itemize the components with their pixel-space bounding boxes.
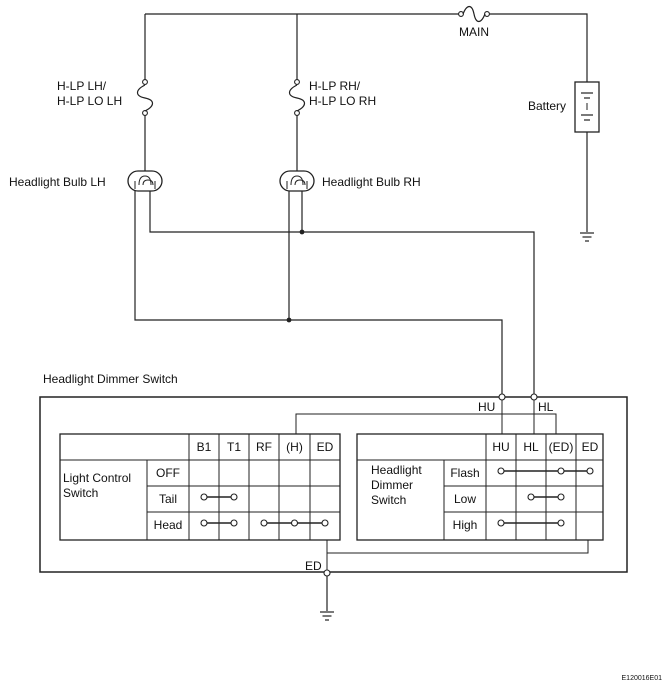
lc-head-continuity <box>200 519 329 527</box>
dimmer-switch-assembly-box <box>39 396 628 573</box>
headlight-bulb-rh-label: Headlight Bulb RH <box>322 175 421 189</box>
ed-ground-icon <box>320 611 334 621</box>
main-bus-wire <box>145 13 588 82</box>
lc-col-rf: RF <box>256 440 272 454</box>
terminal-ed-label: ED <box>305 559 322 573</box>
fuse-rh-label-1: H-LP RH/ <box>309 79 361 93</box>
terminal-hl-label: HL <box>538 400 554 414</box>
lc-col-h: (H) <box>286 440 303 454</box>
battery-ground-icon <box>580 232 594 242</box>
hu-wire <box>289 319 503 397</box>
fuse-lh-label-2: H-LP LO LH <box>57 94 122 108</box>
internal-wire-h-hl <box>295 413 557 434</box>
headlight-bulb-lh-label: Headlight Bulb LH <box>9 175 106 189</box>
bulb-output-wiring <box>134 191 535 397</box>
fuse-lh-label-1: H-LP LH/ <box>57 79 107 93</box>
dm-col-hu: HU <box>492 440 509 454</box>
lc-tail-continuity <box>200 493 238 501</box>
junction-dot-lo <box>286 317 292 323</box>
dm-high-continuity <box>497 519 565 527</box>
lc-col-ed: ED <box>317 440 334 454</box>
internal-wire-ed-dimmer <box>327 540 589 554</box>
dm-col-hl: HL <box>523 440 539 454</box>
lc-col-b1: B1 <box>197 440 212 454</box>
figure-code: E120016E01 <box>622 675 663 682</box>
headlight-dimmer-switch-table: HU HL (ED) ED Headlight Dimmer Switch Fl… <box>356 433 604 541</box>
dm-col-ed: ED <box>582 440 599 454</box>
terminal-hu-label: HU <box>478 400 495 414</box>
dm-row-high: High <box>453 518 478 532</box>
dm-title-line1: Headlight <box>371 463 422 477</box>
lc-title-line1: Light Control <box>63 471 131 485</box>
dm-low-continuity <box>527 493 565 501</box>
terminal-hu-node <box>498 393 506 401</box>
main-fuse-label: MAIN <box>459 25 489 39</box>
lh-lo-wire <box>134 191 289 321</box>
internal-wiring <box>295 400 589 573</box>
fuse-rh-symbol <box>288 79 306 116</box>
dm-col-ed-paren: (ED) <box>549 440 574 454</box>
dm-row-low: Low <box>454 492 476 506</box>
headlight-bulb-rh-symbol <box>279 170 315 192</box>
terminal-ed-node <box>323 569 331 577</box>
battery-label: Battery <box>528 99 566 113</box>
hl-wire <box>302 231 535 397</box>
dimmer-switch-assembly-title: Headlight Dimmer Switch <box>43 372 178 386</box>
dm-flash-continuity <box>497 467 594 475</box>
main-fuse-symbol <box>458 5 490 23</box>
battery-symbol <box>574 81 600 133</box>
dm-title-line2: Dimmer <box>371 478 413 492</box>
lc-row-tail: Tail <box>159 492 177 506</box>
lc-col-t1: T1 <box>227 440 241 454</box>
lc-row-head: Head <box>154 518 183 532</box>
fuse-rh-label-2: H-LP LO RH <box>309 94 376 108</box>
fuse-lh-symbol <box>136 79 154 116</box>
headlight-bulb-lh-symbol <box>127 170 163 192</box>
power-supply-wiring <box>144 13 588 232</box>
dm-row-flash: Flash <box>450 466 479 480</box>
lc-row-off: OFF <box>156 466 180 480</box>
dm-title-line3: Switch <box>371 493 406 507</box>
lh-hi-wire <box>149 191 302 233</box>
terminal-hl-node <box>530 393 538 401</box>
junction-dot-hi <box>299 229 305 235</box>
light-control-switch-table: B1 T1 RF (H) ED Light Control Switch OFF… <box>59 433 341 541</box>
lc-title-line2: Switch <box>63 486 98 500</box>
